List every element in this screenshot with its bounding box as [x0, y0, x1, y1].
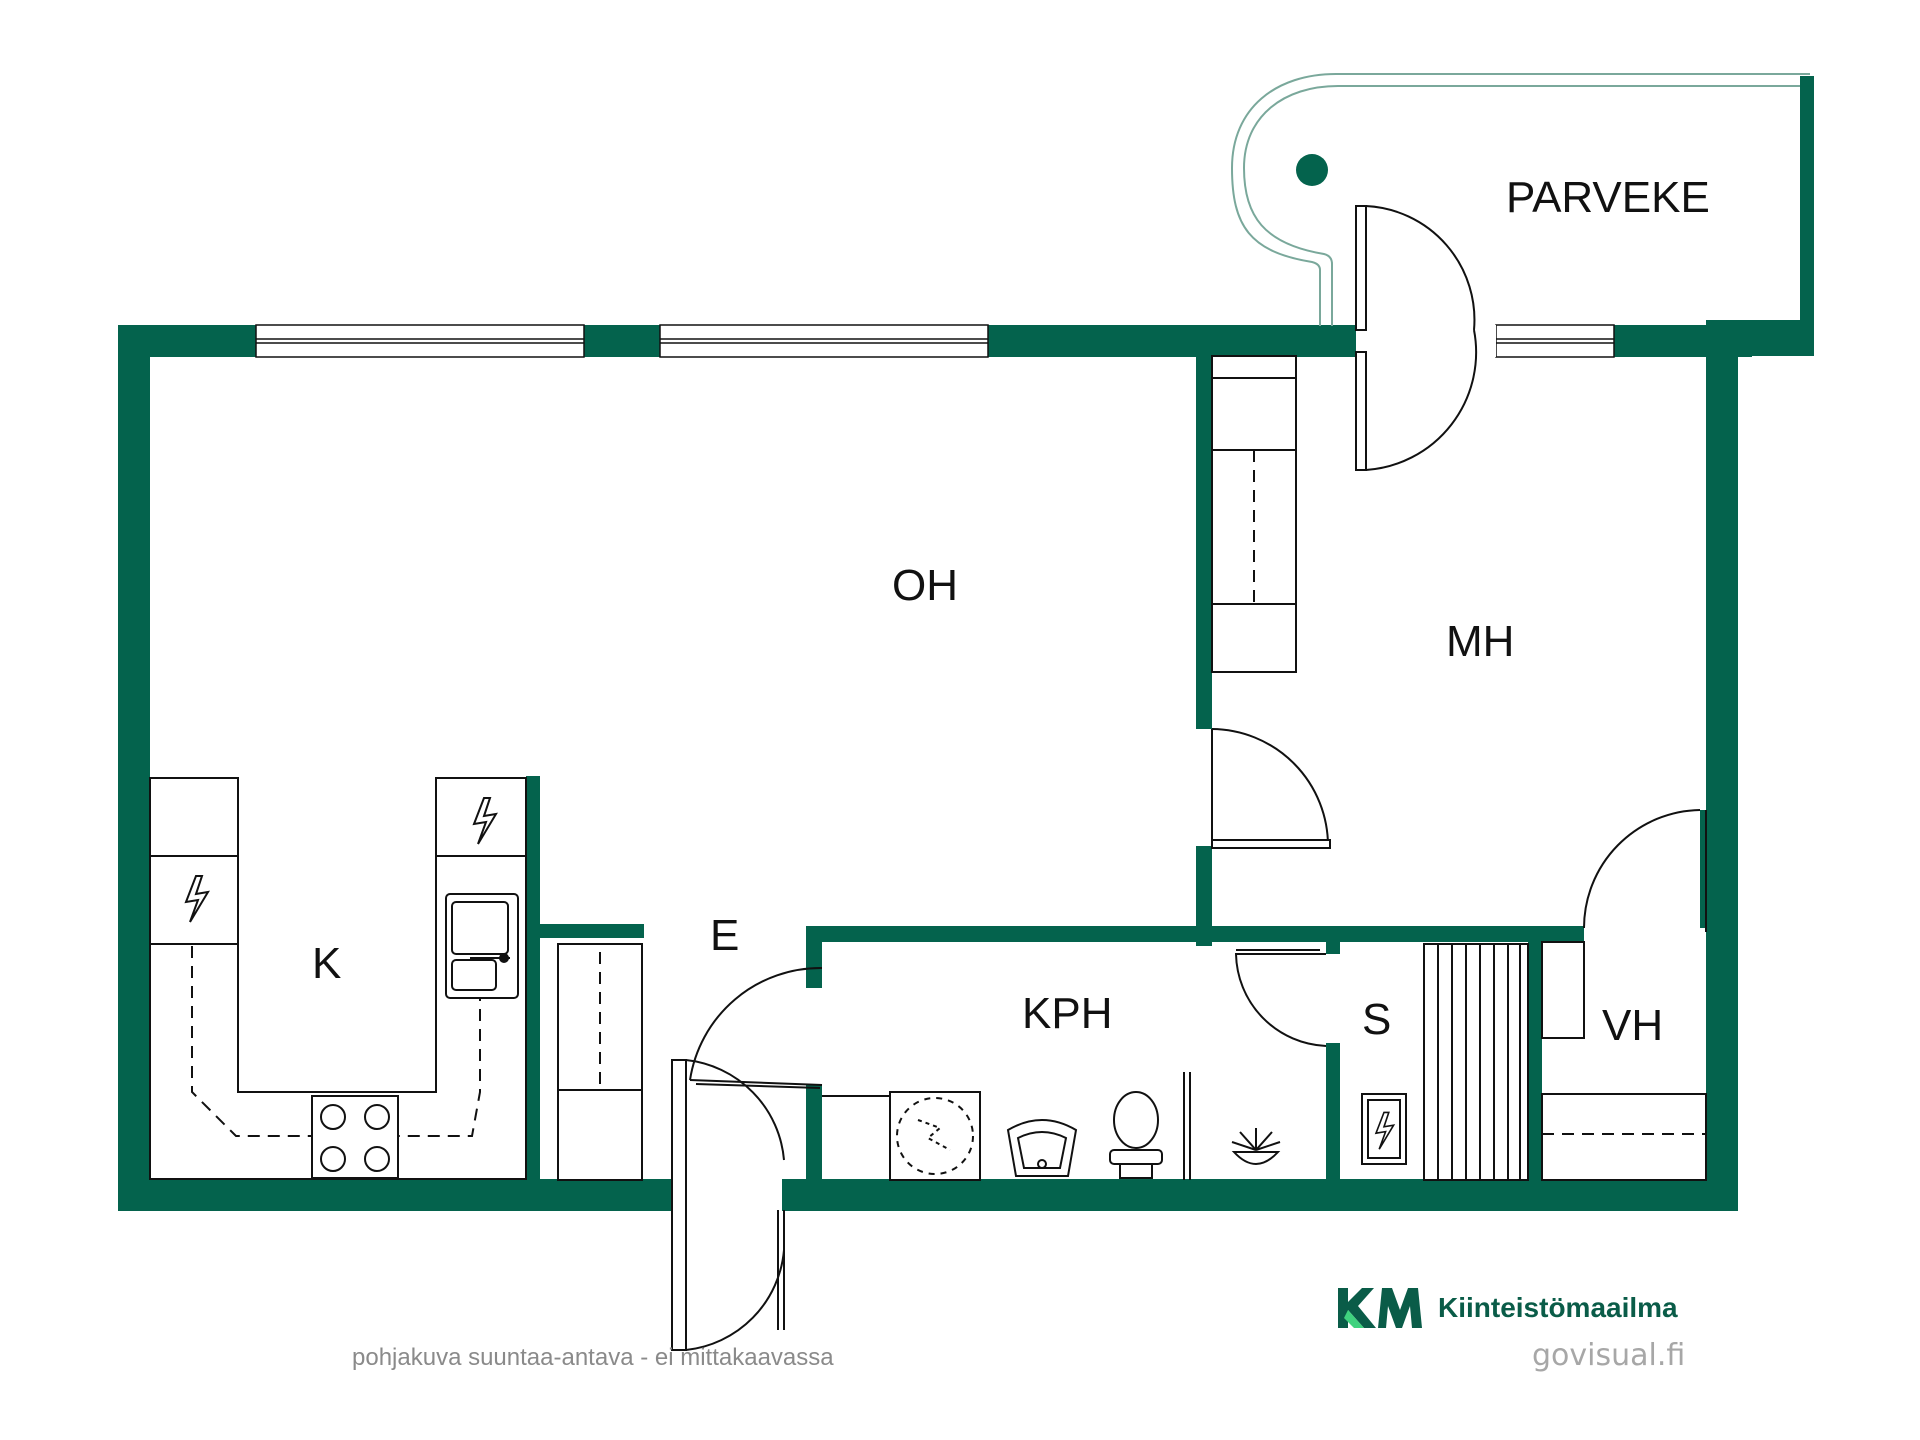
- sauna-bench-icon: [1423, 943, 1529, 1181]
- bedroom-door: [1209, 728, 1331, 849]
- logo-icon: [1338, 1288, 1422, 1328]
- label-mh: MH: [1446, 617, 1514, 666]
- closet-shelf: [1541, 941, 1707, 1181]
- sink-icon: [1006, 1119, 1078, 1177]
- wardrobe-entry: [557, 943, 643, 1181]
- toilet-icon: [1109, 1091, 1163, 1179]
- balcony: [1230, 73, 1810, 326]
- balcony-door[interactable]: [1355, 205, 1496, 471]
- entry-door: [671, 1059, 785, 1351]
- label-kph: KPH: [1022, 989, 1112, 1038]
- wardrobe-mh: [1211, 355, 1297, 673]
- walls: [118, 76, 1814, 1211]
- fixtures: [149, 355, 1707, 1351]
- label-e: E: [710, 911, 739, 960]
- brand-logo: Kiinteistömaailma: [1336, 1283, 1678, 1333]
- credit-text: govisual.fi: [1532, 1338, 1686, 1373]
- windows: [255, 324, 1615, 358]
- sauna-door: [1234, 949, 1329, 1047]
- label-s: S: [1362, 995, 1391, 1044]
- sauna-stove-icon: [1361, 1093, 1407, 1165]
- label-k: K: [312, 939, 341, 988]
- brand-name: Kiinteistömaailma: [1438, 1292, 1678, 1323]
- label-vh: VH: [1602, 1001, 1663, 1050]
- washing-machine-icon: [889, 1091, 981, 1181]
- room-labels: PARVEKE OH MH K E KPH S VH: [312, 173, 1710, 1050]
- shower-icon: [1231, 1128, 1281, 1165]
- disclaimer-note: pohjakuva suuntaa-antava - ei mittakaava…: [352, 1344, 834, 1371]
- label-oh: OH: [892, 561, 958, 610]
- label-parveke: PARVEKE: [1506, 173, 1710, 222]
- closet-door: [1583, 809, 1707, 942]
- kitchen-counter: [149, 777, 527, 1180]
- bathroom-door: [689, 966, 825, 1089]
